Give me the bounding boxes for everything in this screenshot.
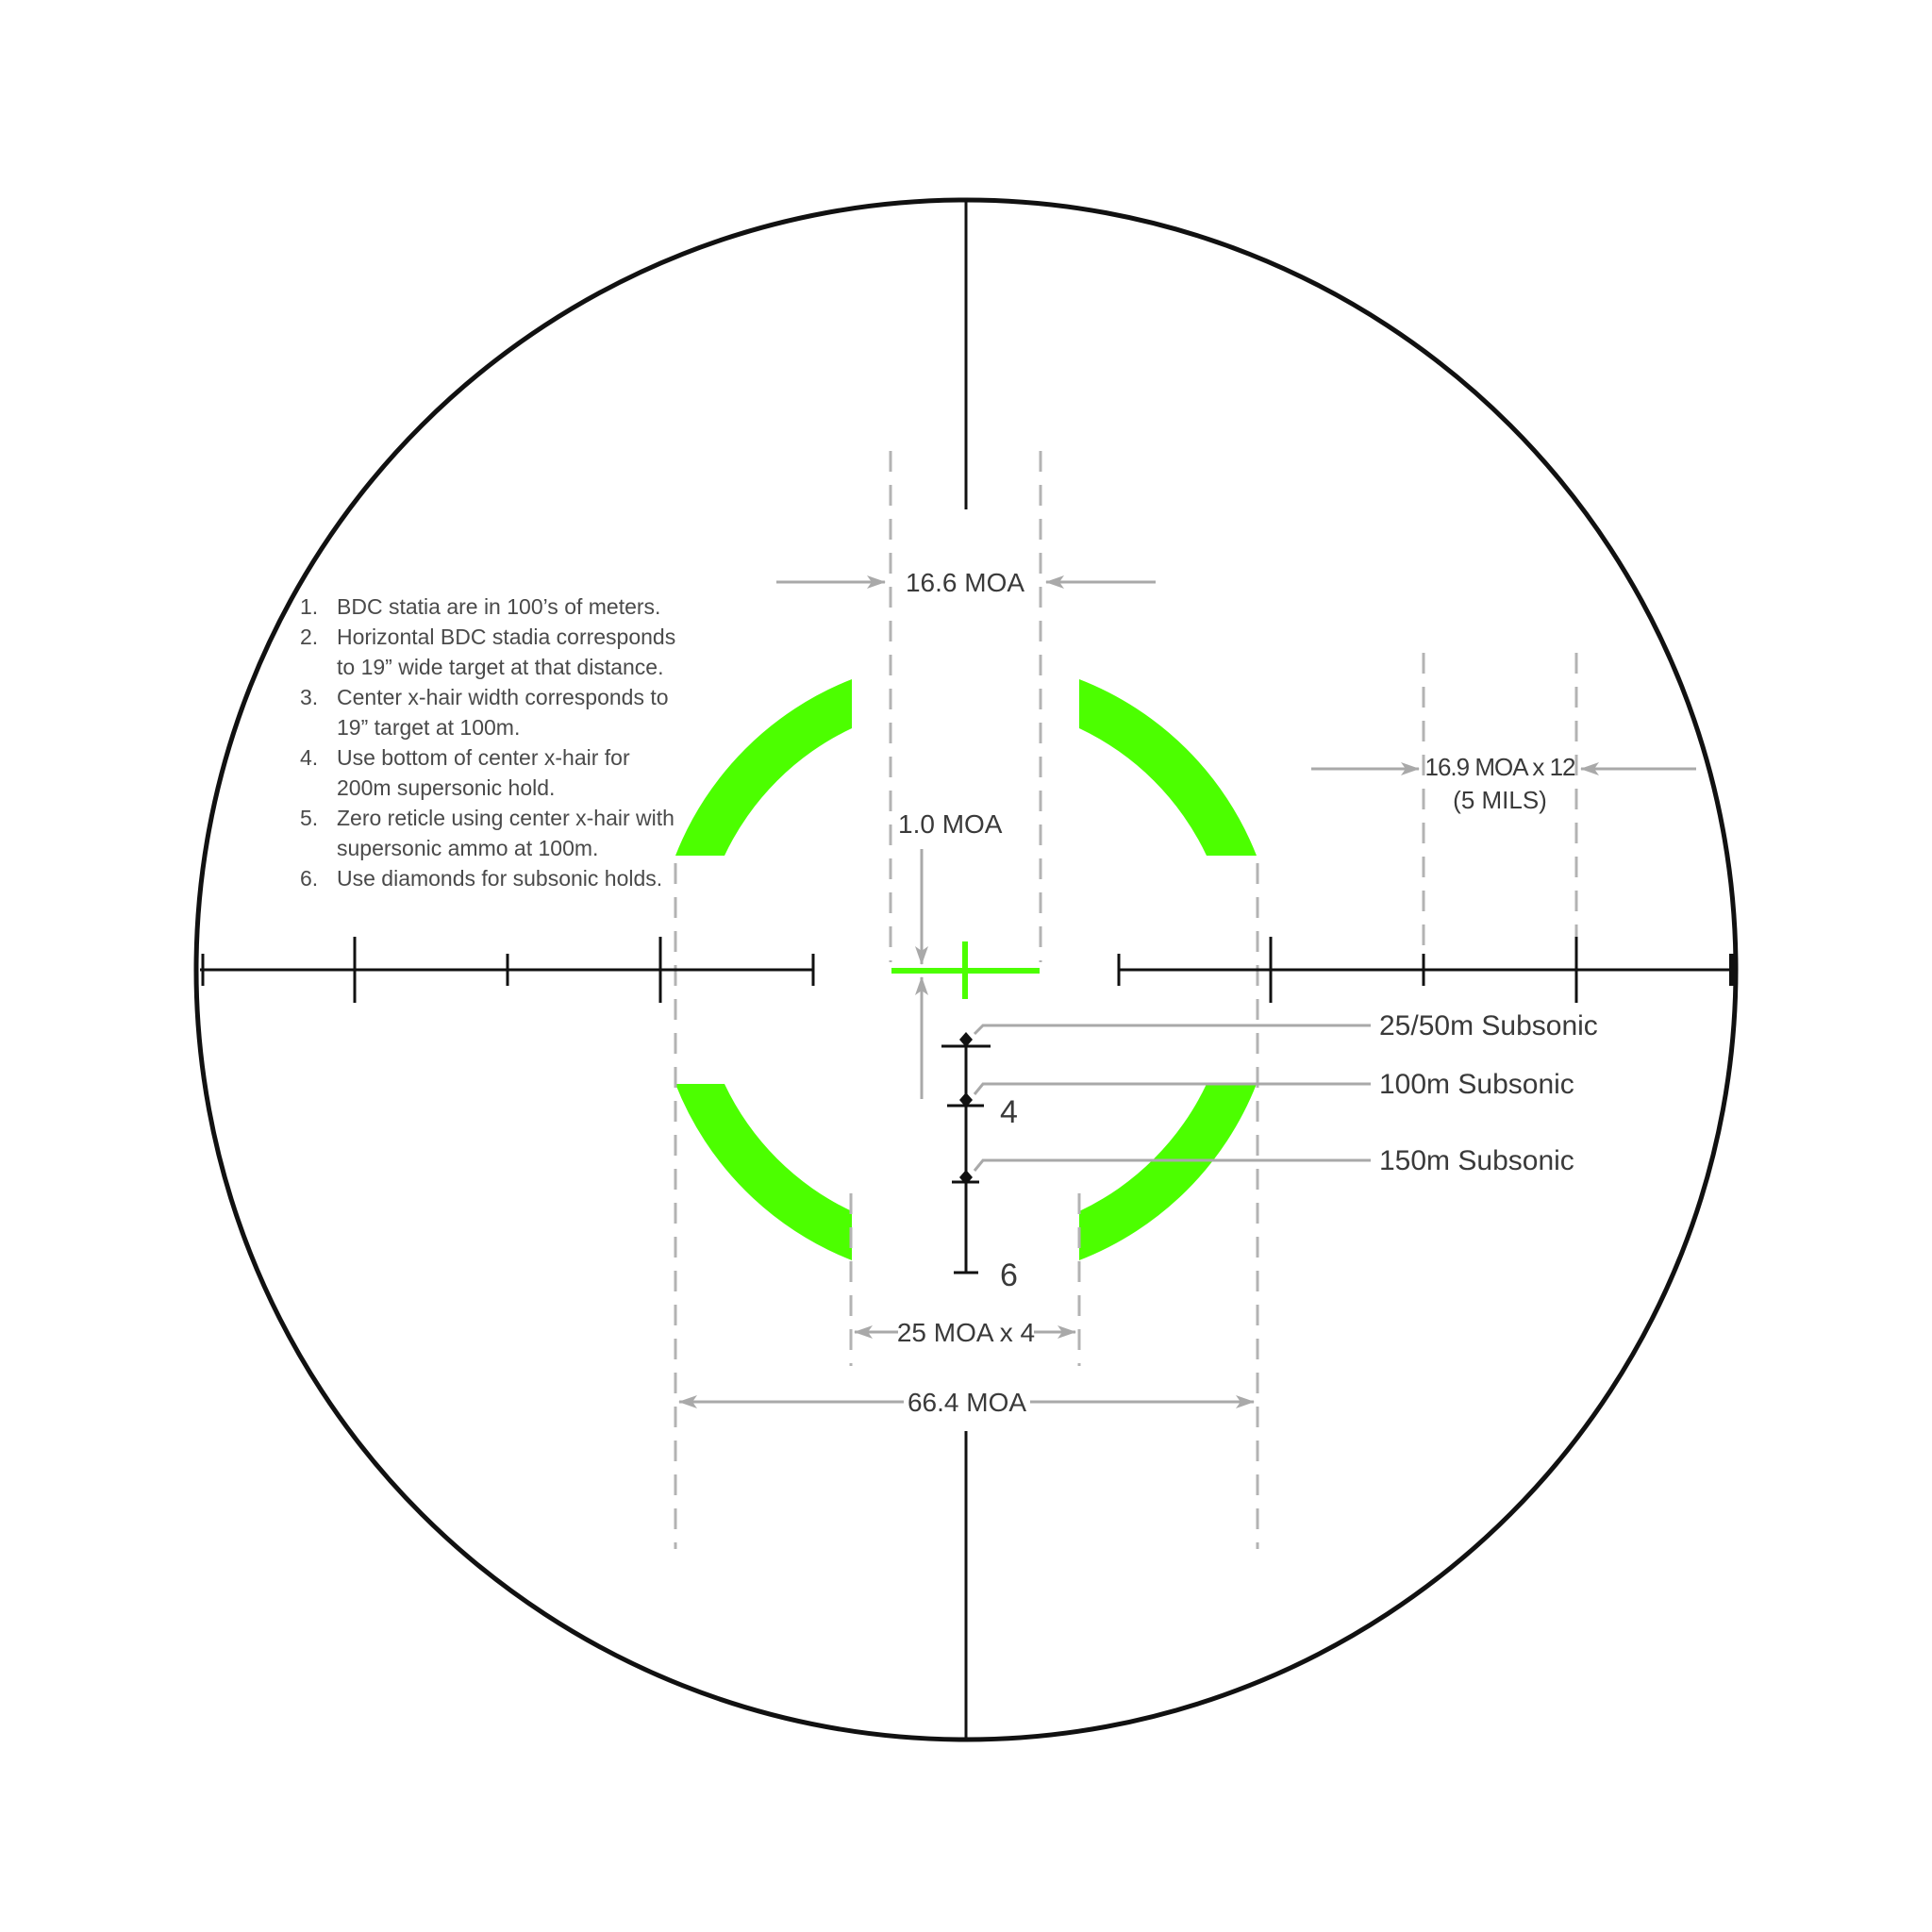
dim-stadia-mils: (5 MILS) (1453, 786, 1547, 814)
diamond-icon (959, 1170, 973, 1185)
note-number: 1. (300, 594, 318, 619)
note-text: Use bottom of center x-hair for (337, 745, 630, 770)
note-number: 5. (300, 806, 318, 830)
stadia-label-6: 6 (1000, 1257, 1018, 1293)
dim-center-width: 16.6 MOA (906, 568, 1024, 597)
note-text: Zero reticle using center x-hair with (337, 806, 675, 830)
diamond-icon (959, 1092, 973, 1108)
note-text: BDC statia are in 100’s of meters. (337, 594, 660, 619)
illuminated-ring (675, 679, 1257, 1260)
note-text: Horizontal BDC stadia corresponds (337, 625, 675, 649)
note-number: 6. (300, 866, 318, 891)
ring-segment-bottom-left (675, 1084, 852, 1260)
note-number: 4. (300, 745, 318, 770)
dim-ring-width: 66.4 MOA (908, 1388, 1026, 1417)
note-text: Use diamonds for subsonic holds. (337, 866, 662, 891)
ring-segment-bottom-right (1079, 1084, 1257, 1260)
subsonic-label-100m: 100m Subsonic (1379, 1069, 1574, 1100)
dim-stadia-spacing: 16.9 MOA x 12 (1425, 753, 1576, 781)
dim-inner-gap: 25 MOA x 4 (897, 1318, 1035, 1347)
subsonic-label-150m: 150m Subsonic (1379, 1145, 1574, 1176)
ring-segment-top-left (675, 679, 852, 856)
stadia-label-4: 4 (1000, 1094, 1018, 1130)
dimension-guides (674, 451, 1578, 1549)
ring-segment-top-right (1079, 679, 1257, 856)
subsonic-leaders: 25/50m Subsonic 100m Subsonic 150m Subso… (973, 1010, 1598, 1176)
note-text: supersonic ammo at 100m. (337, 836, 598, 860)
bdc-stadia: 4 6 (941, 1032, 1018, 1293)
note-number: 3. (300, 685, 318, 709)
dimension-arrows: 16.6 MOA 1.0 MOA 16.9 MOA x 12 (5 MILS) … (678, 568, 1696, 1417)
crosshair (200, 201, 1735, 1739)
subsonic-label-25-50m: 25/50m Subsonic (1379, 1010, 1598, 1041)
note-text: Center x-hair width corresponds to (337, 685, 669, 709)
dim-line-thickness: 1.0 MOA (898, 809, 1003, 839)
center-crosshair-illuminated (891, 941, 1040, 999)
field-of-view-circle (193, 197, 1739, 1742)
note-text: 19” target at 100m. (337, 715, 520, 740)
notes-list: 1. BDC statia are in 100’s of meters. 2.… (300, 594, 675, 891)
note-text: 200m supersonic hold. (337, 775, 555, 800)
note-text: to 19” wide target at that distance. (337, 655, 663, 679)
diamond-icon (959, 1032, 973, 1047)
note-number: 2. (300, 625, 318, 649)
